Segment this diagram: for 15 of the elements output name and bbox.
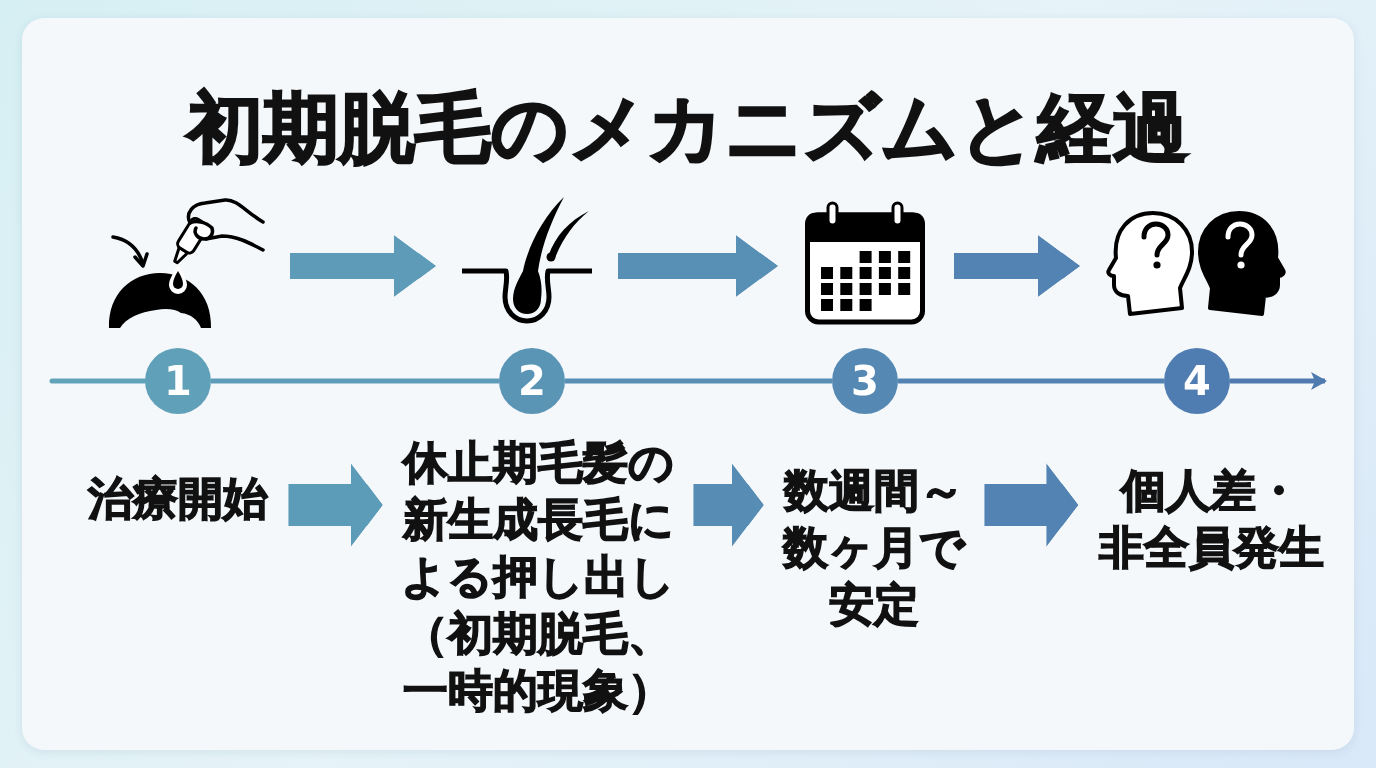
timeline-line	[565, 378, 832, 384]
step-text: 数週間～数ヶ月で安定	[781, 462, 967, 633]
timeline-line	[211, 378, 499, 384]
step-text: 個人差・非全員発生	[1096, 462, 1326, 576]
step-text: 休止期毛髪の新生成長毛による押し出し（初期脱毛、一時的現象）	[400, 434, 676, 719]
step-text: 治療開始	[85, 470, 271, 527]
title: 初期脱毛のメカニズムと経過	[187, 86, 1189, 170]
timeline-arrow	[1230, 372, 1327, 390]
block-arrow	[954, 235, 1080, 297]
block-arrow	[984, 463, 1079, 547]
block-arrow	[618, 235, 778, 297]
block-arrow	[290, 235, 436, 297]
block-arrow	[693, 463, 764, 547]
block-arrow	[288, 463, 383, 547]
timeline-line	[898, 378, 1164, 384]
